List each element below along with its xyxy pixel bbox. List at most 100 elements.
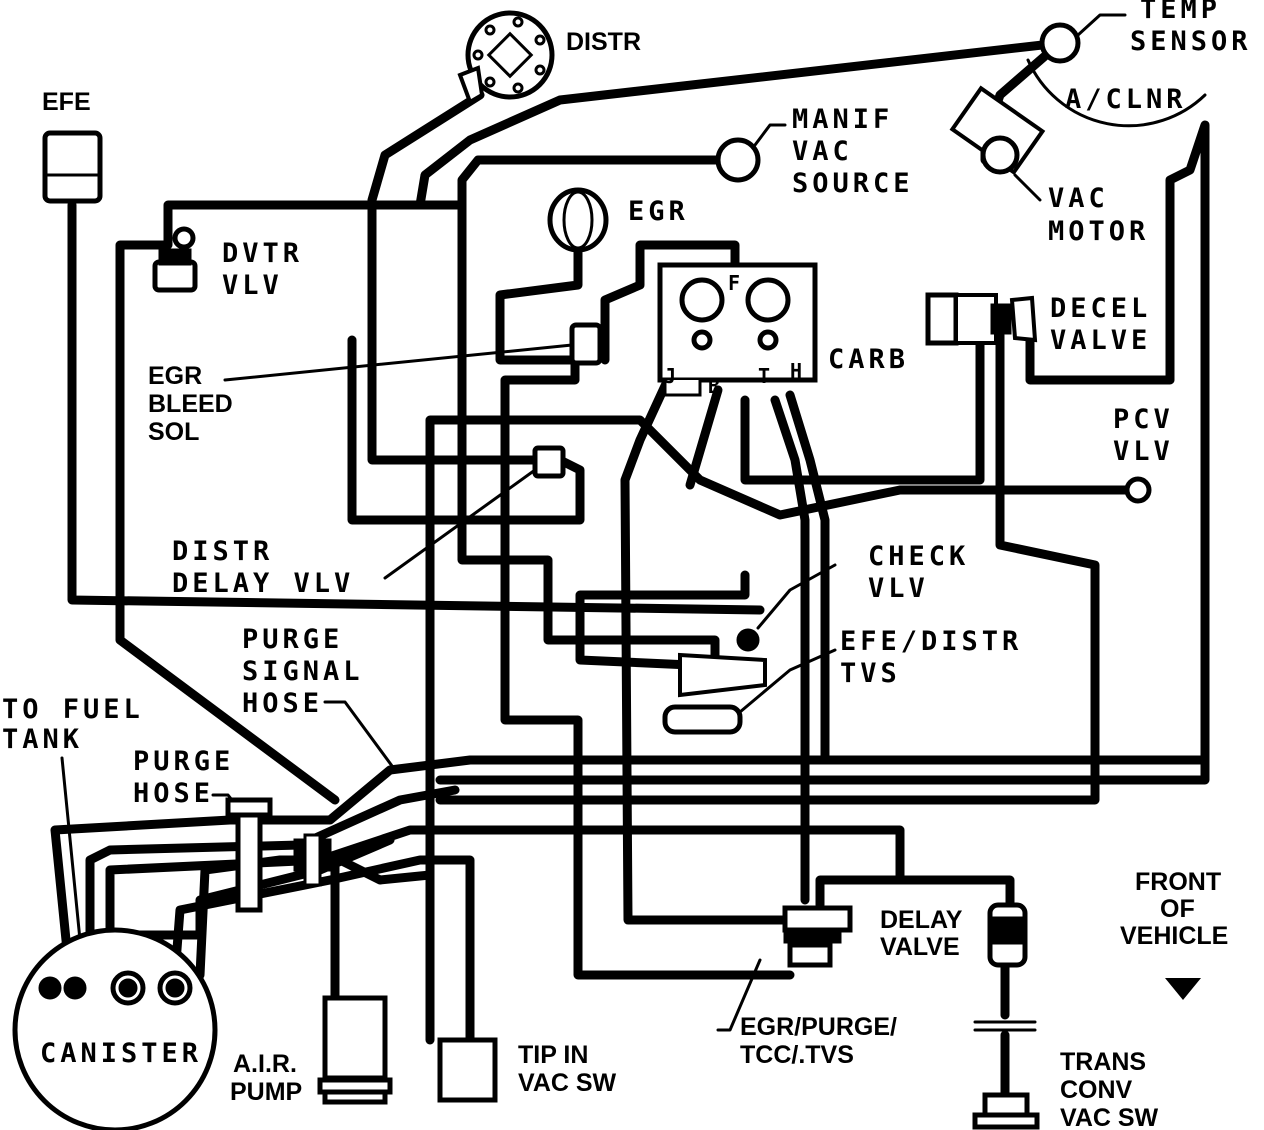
hose-carb-j: [620, 370, 795, 925]
hose-bundle-5: [170, 855, 475, 1045]
label-tip-in: TIP IN: [518, 1041, 588, 1069]
decel-valve: [925, 292, 1038, 346]
hose-carb-f: [600, 240, 740, 365]
label-egr-purge: TCC/.TVS: [740, 1041, 854, 1069]
label-efe-distr-tvs: TVS: [840, 658, 901, 689]
label-dvtr-vlv: DVTR: [222, 238, 303, 269]
hose-egr: [495, 240, 795, 980]
label-egr: EGR: [628, 196, 689, 227]
label-manif-vac: MANIF: [792, 104, 893, 135]
label-front: FRONT: [1135, 868, 1221, 896]
label-pcv-vlv: PCV: [1113, 404, 1174, 435]
check-valve-tvs: [662, 563, 837, 735]
hose-bundle-2: [85, 785, 460, 995]
egr-bleed-solenoid: [223, 322, 603, 382]
label-trans-conv: TRANS: [1060, 1048, 1146, 1076]
delay-valve: [987, 902, 1028, 968]
egr-purge-tcc-tvs: [716, 905, 853, 1032]
efe-unit: [42, 130, 103, 204]
hose-efe: [67, 200, 765, 615]
label-distr-delay-vlv: DELAY VLV: [172, 568, 354, 599]
purge-connector: [211, 793, 332, 913]
label-carb-f: F: [728, 271, 744, 295]
hose-distributor: [367, 90, 485, 335]
label-trans-conv: CONV: [1060, 1076, 1133, 1104]
hose-temp-sensor: [415, 38, 1065, 210]
label-purge-signal-hose: HOSE: [242, 688, 323, 719]
label-to-fuel-tank: TO FUEL: [2, 694, 144, 725]
hose-pcv: [425, 415, 1143, 520]
arrow-down-icon: [1165, 978, 1201, 1000]
label-egr-bleed-sol: BLEED: [148, 390, 233, 418]
label-manif-vac: VAC: [792, 136, 853, 167]
pcv-valve: [1124, 476, 1152, 504]
label-vac-motor: MOTOR: [1048, 216, 1149, 247]
label-temp-sensor: SENSOR: [1130, 26, 1252, 57]
hose-dvtr-top: [115, 200, 467, 805]
label-vac-motor: VAC: [1048, 183, 1109, 214]
label-distr-delay-vlv: DISTR: [172, 536, 273, 567]
hose-carb-t: [740, 340, 985, 485]
label-efe: EFE: [42, 88, 91, 116]
hose-decel: [435, 330, 1100, 805]
tip-in-vac-switch: [437, 1037, 498, 1103]
fuel-tank-leader: [60, 756, 82, 942]
hose-efe-tvs: [575, 570, 750, 670]
label-pcv-vlv: VLV: [1113, 436, 1174, 467]
carburetor: [657, 262, 818, 397]
label-to-fuel-tank: TANK: [2, 724, 83, 755]
vac-motor: [949, 85, 1046, 202]
trans-conv-vac-switch: [972, 1020, 1040, 1130]
label-canister: CANISTER: [40, 1038, 202, 1069]
label-carb-j: J: [664, 364, 680, 388]
purge-signal-leader: [323, 700, 397, 772]
label-egr-bleed-sol: SOL: [148, 418, 199, 446]
label-purge-hose: PURGE: [133, 746, 234, 777]
label-purge-signal-hose: SIGNAL: [242, 656, 364, 687]
vacuum-hoses: [50, 38, 1210, 1100]
label-check-vlv: CHECK: [868, 541, 969, 572]
manif-vac-source: [715, 123, 787, 183]
label-carb-t: T: [758, 364, 774, 388]
hose-distr-delay: [367, 325, 545, 465]
label-check-vlv: VLV: [868, 573, 929, 604]
air-pump: [317, 995, 393, 1105]
label-tip-in: VAC SW: [518, 1069, 617, 1097]
label-trans-conv: VAC SW: [1060, 1104, 1159, 1130]
hose-distr-delay-out: [347, 335, 585, 525]
label-air-pump: PUMP: [230, 1078, 302, 1106]
hose-carb-h2: [770, 395, 810, 905]
hose-decel-aircleaner: [435, 120, 1210, 785]
label-air-pump: A.I.R.: [233, 1050, 297, 1078]
label-dvtr-vlv: VLV: [222, 270, 283, 301]
label-carb-h: H: [790, 359, 806, 383]
label-delay-valve: DELAY: [880, 906, 963, 934]
label-a-clnr: A/CLNR: [1065, 84, 1187, 115]
label-purge-hose: HOSE: [133, 778, 214, 809]
label-of: OF: [1160, 895, 1195, 923]
hose-delay-valve: [815, 875, 1010, 910]
label-carb-b: B: [708, 374, 724, 398]
distributor: [457, 10, 555, 105]
label-egr-bleed-sol: EGR: [148, 362, 202, 390]
label-decel-valve: DECEL: [1050, 293, 1151, 324]
label-delay-valve: VALVE: [880, 933, 960, 961]
label-efe-distr-tvs: EFE/DISTR: [840, 626, 1022, 657]
distr-delay-valve: [383, 445, 566, 580]
label-decel-valve: VALVE: [1050, 325, 1151, 356]
label-manif-vac: SOURCE: [792, 168, 914, 199]
label-distr: DISTR: [566, 28, 641, 56]
canister: [12, 927, 218, 1130]
egr-valve: [547, 187, 609, 253]
dvtr-valve: [152, 226, 198, 293]
label-purge-signal-hose: PURGE: [242, 624, 343, 655]
label-temp-sensor: TEMP: [1140, 0, 1221, 25]
hose-carb-h: [785, 390, 830, 765]
label-egr-purge: EGR/PURGE/: [740, 1013, 897, 1041]
temp-sensor: [1026, 13, 1207, 128]
label-vehicle: VEHICLE: [1120, 922, 1228, 950]
label-carb: CARB: [828, 344, 909, 375]
hose-bundle-1: [50, 755, 1210, 985]
